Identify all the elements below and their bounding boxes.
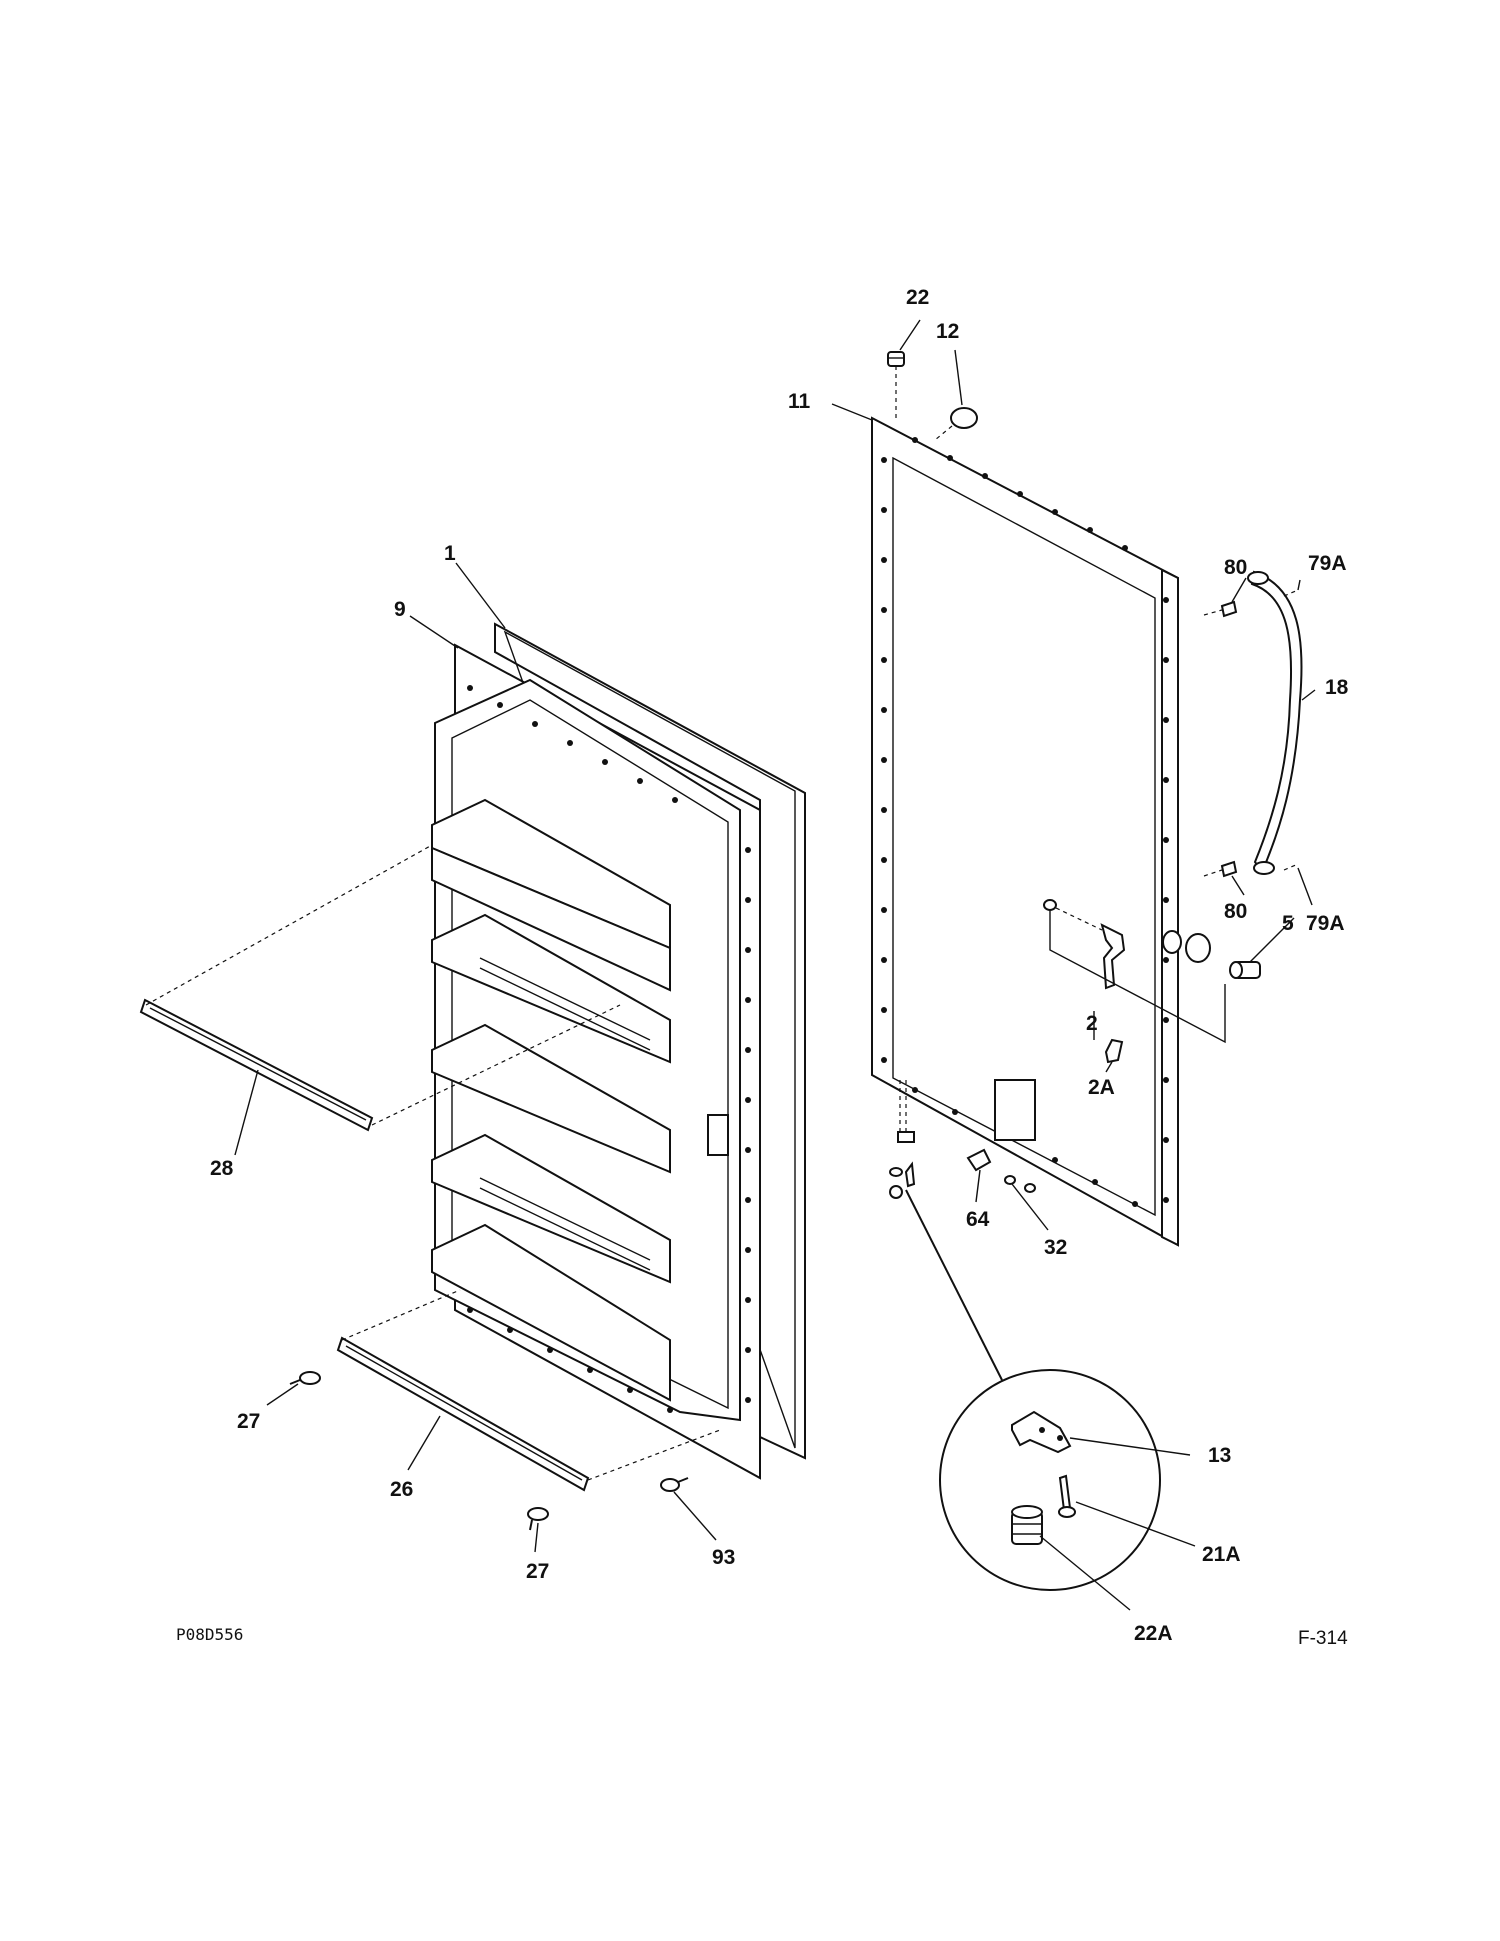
shelf-ribs bbox=[479, 957, 651, 1271]
callout-22A: 22A bbox=[1134, 1622, 1173, 1645]
panel-holes bbox=[881, 437, 1169, 1207]
outer-door-panel bbox=[871, 416, 1179, 1247]
callout-80-upper: 80 bbox=[1224, 556, 1247, 579]
callout-79A-upper: 79A bbox=[1308, 552, 1347, 575]
lock-assembly bbox=[1162, 930, 1261, 979]
callout-93: 93 bbox=[712, 1546, 735, 1569]
callout-2A: 2A bbox=[1088, 1076, 1115, 1099]
callout-32: 32 bbox=[1044, 1236, 1067, 1259]
callout-64: 64 bbox=[966, 1208, 990, 1231]
callout-80-lower: 80 bbox=[1224, 900, 1247, 923]
screw-93 bbox=[660, 1477, 689, 1492]
detail-zoom-circle bbox=[905, 1189, 1161, 1591]
liner-holes bbox=[467, 685, 751, 1413]
rivet-27-upper bbox=[289, 1371, 321, 1385]
plug-12 bbox=[934, 407, 978, 441]
callout-27-lower: 27 bbox=[526, 1560, 549, 1583]
shelf-rail-lower bbox=[336, 1336, 590, 1492]
shelf-rail-upper bbox=[139, 998, 374, 1132]
callout-13: 13 bbox=[1208, 1444, 1231, 1467]
drawing-code: P08D556 bbox=[176, 1625, 243, 1644]
callout-11: 11 bbox=[788, 390, 811, 413]
bottom-hardware bbox=[889, 1080, 1036, 1199]
callout-21A: 21A bbox=[1202, 1543, 1241, 1566]
latch-2 bbox=[1043, 899, 1226, 1044]
callout-79A-lower: 79A bbox=[1306, 912, 1345, 935]
callout-22: 22 bbox=[906, 286, 929, 309]
callout-5: 5 bbox=[1282, 912, 1294, 935]
clip-2A bbox=[1104, 1038, 1124, 1064]
callout-12: 12 bbox=[936, 320, 959, 343]
door-shelves bbox=[431, 798, 729, 1402]
leaders-right bbox=[831, 319, 1316, 1611]
callout-2: 2 bbox=[1086, 1012, 1098, 1035]
figure-code: F-314 bbox=[1298, 1628, 1348, 1649]
callout-18: 18 bbox=[1325, 676, 1349, 699]
callout-1: 1 bbox=[444, 542, 456, 565]
door-handle bbox=[1247, 570, 1303, 875]
callout-9: 9 bbox=[394, 598, 406, 621]
callout-27-upper: 27 bbox=[237, 1410, 260, 1433]
leaders-left bbox=[234, 562, 717, 1553]
handle-screws bbox=[1203, 589, 1299, 878]
dashed-guides-left bbox=[145, 844, 721, 1481]
rivet-27-lower bbox=[527, 1507, 549, 1531]
callout-28: 28 bbox=[210, 1157, 234, 1180]
plug-22 bbox=[887, 351, 905, 420]
callout-26: 26 bbox=[390, 1478, 413, 1501]
